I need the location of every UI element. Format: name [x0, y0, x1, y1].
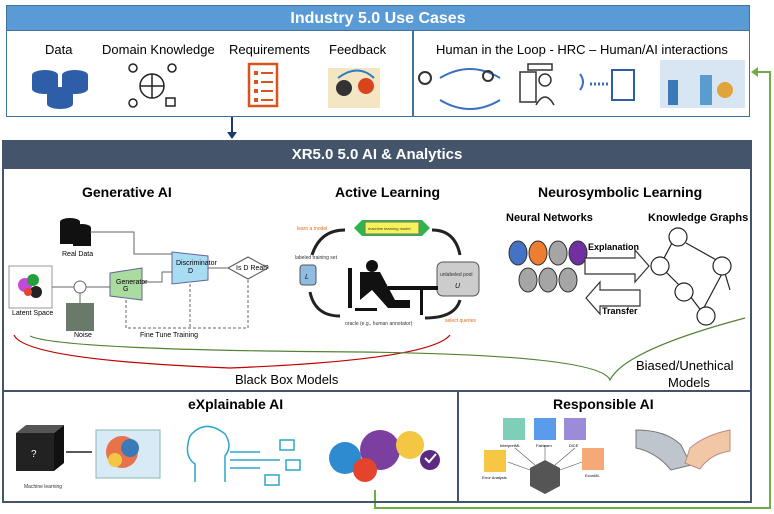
noise-label: Noise — [74, 332, 92, 339]
rai-tools: InterpretML Fairlearn DiCE Error Analysi… — [482, 418, 604, 494]
label-domain-knowledge: Domain Knowledge — [102, 42, 215, 57]
biased-bracket — [29, 317, 746, 382]
transparent-box-icon — [95, 429, 161, 479]
generative-ai-title: Generative AI — [82, 184, 172, 200]
arrow-left-icon — [751, 67, 758, 77]
voice-document-icon — [579, 69, 635, 101]
labeled-symbol: L — [305, 274, 309, 281]
knowledge-graph-icon — [650, 227, 732, 326]
gan-diagram: Real Data Latent Space Noise Generator G… — [8, 218, 270, 339]
active-learning-title: Active Learning — [335, 184, 441, 200]
generator-label: Generator — [116, 279, 148, 286]
fine-tune-label: Fine Tune Training — [140, 332, 198, 339]
human-robot-loop-icon — [418, 68, 501, 110]
knowledge-graphs-label: Knowledge Graphs — [648, 212, 749, 224]
xr-analytics-box — [2, 169, 752, 503]
divider — [412, 31, 414, 117]
label-feedback: Feedback — [329, 42, 387, 57]
black-box-icon: ? — [16, 425, 64, 471]
black-box-bracket — [13, 334, 451, 369]
tool-fairlearn: Fairlearn — [536, 443, 552, 448]
label-requirements: Requirements — [229, 42, 310, 57]
neural-networks-label: Neural Networks — [506, 212, 593, 224]
real-data-icon — [60, 218, 91, 246]
ai-head-network-icon — [186, 425, 301, 486]
generator-symbol: G — [123, 286, 128, 293]
domain-knowledge-icon — [128, 63, 177, 108]
discriminator-label: Discriminator — [176, 260, 218, 267]
label-data: Data — [45, 42, 73, 57]
xai-title: eXplainable AI — [188, 396, 284, 412]
arrow-down-icon — [227, 132, 237, 139]
colorful-apps-icon — [329, 430, 440, 482]
person-at-desk-icon — [348, 260, 438, 315]
black-box-models-label: Black Box Models — [235, 372, 339, 387]
explanation-label: Explanation — [588, 242, 639, 252]
factory-robot-icon — [660, 60, 745, 108]
is-real-label: Is D Real? — [236, 265, 269, 272]
latent-space-label: Latent Space — [12, 310, 53, 317]
robot-doctor-icon — [519, 63, 555, 106]
robot-handshake-icon — [635, 429, 731, 471]
transfer-arrow — [585, 280, 641, 316]
unlabeled-symbol: U — [455, 283, 461, 290]
discriminator-symbol: D — [188, 268, 193, 275]
real-data-label: Real Data — [62, 251, 93, 258]
tool-interpretml: InterpretML — [500, 443, 521, 448]
unlabeled-pool-label: unlabeled pool — [440, 272, 473, 278]
transfer-label: Transfer — [602, 306, 638, 316]
responsible-ai-title: Responsible AI — [553, 396, 654, 412]
explanation-arrow — [584, 248, 650, 284]
biased-models-label-2: Models — [668, 375, 710, 390]
ml-model-label: machine learning model — [368, 226, 411, 231]
industry-use-cases-header: Industry 5.0 Use Cases — [6, 5, 750, 31]
feedback-icon — [328, 68, 380, 108]
active-learning-diagram: learn a model machine learning model lab… — [295, 220, 480, 327]
select-queries-label: select queries — [445, 318, 476, 324]
neurosymbolic-title: Neurosymbolic Learning — [538, 184, 703, 200]
industry-use-cases-box — [6, 31, 750, 117]
oracle-label: oracle (e.g., human annotator) — [345, 321, 413, 327]
tool-dice: DiCE — [569, 443, 579, 448]
learn-model-label: learn a model — [297, 226, 327, 232]
xr-analytics-header: XR5.0 5.0 AI & Analytics — [2, 140, 752, 169]
ml-label: Machine learning — [24, 484, 62, 490]
tool-error-analysis: Error Analysis — [482, 475, 507, 480]
requirements-icon — [247, 62, 279, 108]
labeled-set-label: labeled training set — [295, 255, 338, 261]
tool-econml: EconML — [585, 473, 600, 478]
neural-network-icon — [508, 240, 588, 293]
database-icon — [32, 70, 88, 109]
label-hrc: Human in the Loop - HRC – Human/AI inter… — [436, 42, 728, 57]
biased-models-label: Biased/Unethical — [636, 358, 734, 373]
svg-text:?: ? — [31, 449, 37, 460]
